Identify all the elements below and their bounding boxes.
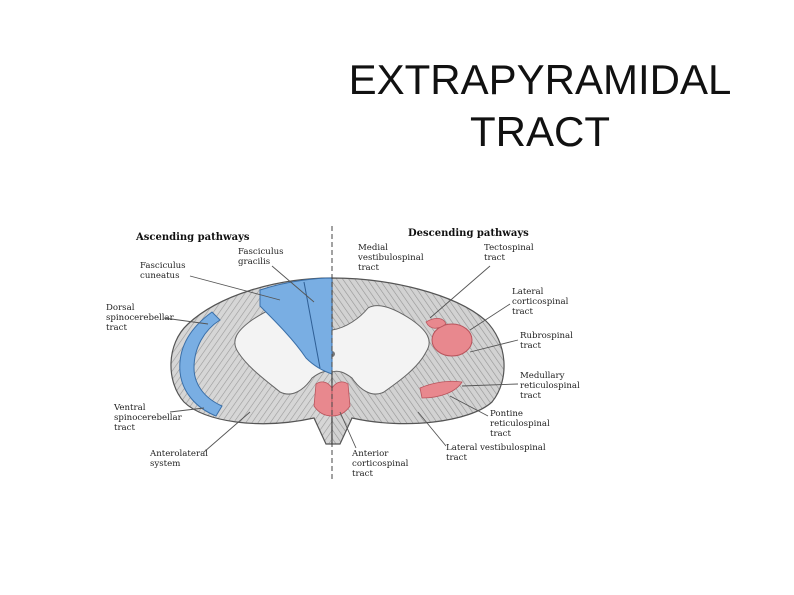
label-fasciculus-gracilis: Fasciculus gracilis (238, 247, 286, 267)
label-medullary-reticulospinal: Medullary reticulospinal tract (520, 371, 582, 401)
label-dorsal-spinocerebellar: Dorsal spinocerebellar tract (106, 303, 177, 333)
leader-dorsal-spinocerebellar (163, 317, 209, 325)
label-tectospinal: Tectospinal tract (484, 243, 536, 263)
leader-anterior-corticospinal (339, 411, 357, 449)
lateral-corticospinal-area (431, 323, 473, 357)
label-ventral-spinocerebellar: Ventral spinocerebellar tract (113, 403, 185, 433)
leader-medullary-reticulospinal (461, 383, 519, 387)
right-heading: Descending pathways (408, 228, 529, 239)
leader-pontine-reticulospinal (449, 395, 489, 417)
label-lateral-vestibulospinal: Lateral vestibulospinal tract (446, 443, 548, 463)
label-fasciculus-cuneatus: Fasciculus cuneatus (140, 261, 188, 281)
reticulospinal-area (419, 380, 463, 399)
rubrospinal-area (425, 318, 447, 329)
label-lateral-corticospinal: Lateral corticospinal tract (512, 287, 571, 317)
spinocerebellar-band (179, 311, 223, 417)
anterior-tracts-area-right (331, 381, 351, 417)
leader-gracilis (271, 265, 315, 303)
title-line-1: EXTRAPYRAMIDAL (348, 56, 732, 103)
leader-cuneatus (189, 275, 281, 301)
leader-lateral-vestibulospinal (417, 411, 447, 447)
leader-rubrospinal (469, 339, 519, 353)
label-medial-vestibulospinal: Medial vestibulospinal tract (357, 243, 426, 273)
leader-ventral-spinocerebellar (169, 407, 205, 413)
title-line-2: TRACT (470, 108, 610, 155)
label-pontine-reticulospinal: Pontine reticulospinal tract (490, 409, 552, 439)
label-anterior-corticospinal: Anterior corticospinal tract (351, 449, 411, 479)
label-anterolateral-system: Anterolateral system (149, 449, 211, 469)
left-heading: Ascending pathways (135, 232, 250, 243)
leader-anterolateral (203, 411, 251, 453)
spinal-cord-diagram: Ascending pathways Descending pathways F… (100, 212, 620, 487)
gracile-cuneate-divider (303, 281, 321, 369)
leader-tectospinal (429, 265, 491, 319)
spinal-cord-svg: Ascending pathways Descending pathways F… (106, 226, 582, 482)
slide-title: EXTRAPYRAMIDAL TRACT (320, 54, 760, 158)
label-rubrospinal: Rubrospinal tract (520, 331, 576, 351)
leader-lateral-corticospinal (469, 303, 511, 331)
